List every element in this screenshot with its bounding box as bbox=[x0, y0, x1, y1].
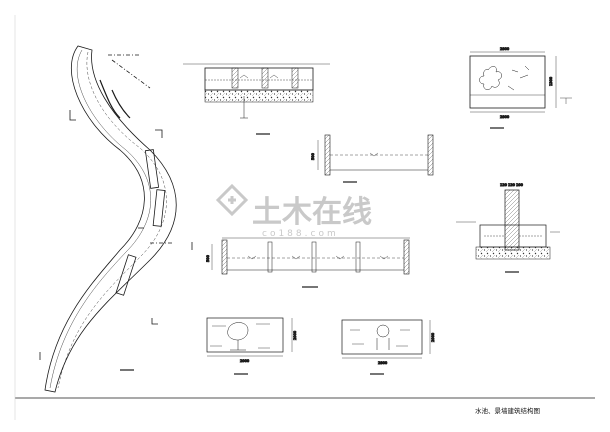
watermark: 土木在线 co188.com bbox=[215, 183, 372, 239]
pool-plan bbox=[39, 45, 193, 393]
title-block: 水池、景墙建筑结构图 bbox=[475, 406, 540, 415]
pool-section-long: 500 bbox=[206, 237, 410, 288]
wall-elevation-top: 2800 2800 1300 bbox=[469, 47, 572, 129]
dim-wall-bottom: 2800 bbox=[500, 115, 510, 119]
dim-pool-height: 500 bbox=[311, 152, 315, 160]
dim-wall-width: 2800 bbox=[500, 47, 510, 51]
sheet-frame bbox=[14, 15, 595, 420]
watermark-logo-icon bbox=[215, 183, 249, 217]
pool-section-small: 500 bbox=[311, 134, 434, 183]
dim-long-height: 500 bbox=[206, 254, 210, 262]
lantern-elevation: 2800 2000 bbox=[341, 319, 436, 375]
watermark-sub-text: co188.com bbox=[262, 229, 339, 239]
drawing-title: 水池、景墙建筑结构图 bbox=[475, 406, 540, 415]
dim-statue-width: 2000 bbox=[240, 359, 250, 363]
dim-statue-height: 2000 bbox=[293, 330, 297, 340]
statue-elevation: 2000 2000 bbox=[206, 317, 298, 375]
dim-wall-height: 1300 bbox=[549, 76, 553, 86]
dim-pier-top: 120 120 100 bbox=[500, 183, 524, 187]
dim-lantern-height: 2000 bbox=[431, 332, 435, 342]
watermark-main-text: 土木在线 bbox=[252, 195, 372, 230]
dim-lantern-width: 2800 bbox=[378, 361, 388, 365]
pool-section-top bbox=[183, 63, 330, 135]
pier-section: 120 120 100 bbox=[456, 183, 560, 273]
